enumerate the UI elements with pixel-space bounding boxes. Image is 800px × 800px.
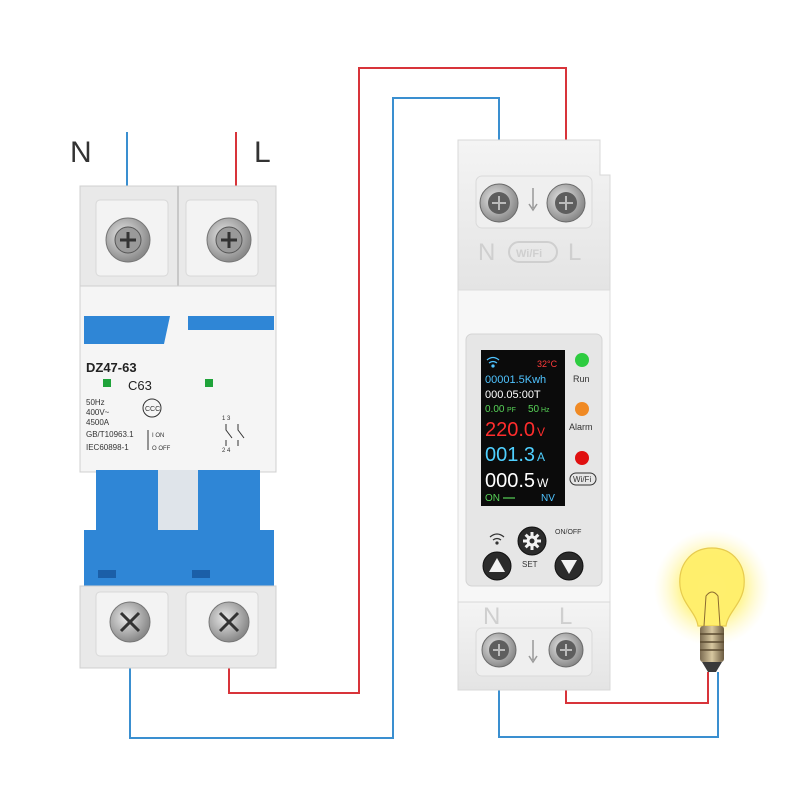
meter-bottom-screw-l-icon — [548, 632, 584, 668]
wifi-led-badge — [569, 472, 597, 486]
meter-screen — [481, 350, 565, 506]
gear-icon — [523, 532, 541, 550]
neutral-wire-breaker-to-meter — [129, 97, 500, 739]
breaker-top-screw-n-icon — [105, 217, 151, 263]
breaker-capacity: 4500A — [86, 418, 110, 427]
screen-current-unit: A — [537, 450, 545, 464]
meter-top-l-label: L — [568, 239, 581, 266]
meter-wifi-badge — [508, 241, 558, 263]
light-bulb-icon — [654, 530, 770, 672]
breaker-left-indicator — [103, 379, 111, 387]
svg-text:Wi/Fi: Wi/Fi — [516, 248, 542, 260]
screen-frequency: 50 — [528, 404, 540, 415]
screen-temperature: 32°C — [537, 359, 558, 369]
breaker-lever-left[interactable] — [96, 470, 158, 534]
meter-top-n-label: N — [478, 239, 495, 266]
alarm-label: Alarm — [569, 422, 593, 432]
screen-voltage: 220.0 — [485, 419, 535, 441]
breaker-diagram-bottom: 2 4 — [222, 448, 231, 454]
screen-wifi-icon — [486, 356, 500, 368]
breaker-top-screw-l-icon — [206, 217, 252, 263]
circuit-breaker: DZ47-63 C63 50Hz 400V~ 4500A CCC GB/T109… — [79, 185, 277, 669]
breaker-standard-2: IEC60898-1 — [86, 443, 129, 452]
breaker-bottom-screw-n-icon — [109, 601, 151, 643]
down-arrow-icon — [561, 560, 577, 574]
screen-time: 000.05:00T — [485, 389, 541, 401]
run-label: Run — [573, 374, 590, 384]
svg-text:CCC: CCC — [145, 406, 160, 413]
run-led-icon — [575, 353, 589, 367]
breaker-rating: C63 — [128, 378, 152, 393]
breaker-model: DZ47-63 — [86, 360, 137, 375]
breaker-voltage: 400V~ — [86, 408, 110, 417]
down-button[interactable] — [554, 551, 584, 581]
onoff-label: ON/OFF — [555, 529, 581, 536]
breaker-switch-symbol-icon — [225, 424, 245, 446]
wifi-small-icon — [489, 533, 505, 545]
screen-state: ON — [485, 493, 500, 504]
breaker-right-indicator — [205, 379, 213, 387]
breaker-on-label: I ON — [152, 433, 164, 439]
wifi-led-label: Wi/Fi — [573, 475, 591, 484]
set-label: SET — [522, 560, 538, 569]
meter-top-screw-l-icon — [546, 183, 586, 223]
screen-power-unit: W — [537, 476, 549, 490]
neutral-wire-meter-to-bulb — [498, 660, 719, 738]
meter-bottom-l-label: L — [559, 603, 572, 630]
meter-top-screw-n-icon — [479, 183, 519, 223]
breaker-diagram-top: 1 3 — [222, 416, 231, 422]
screen-energy: 00001.5Kwh — [485, 374, 546, 386]
neutral-label: N — [70, 136, 92, 169]
screen-frequency-unit: Hz — [541, 407, 550, 414]
meter-bottom-arrow-icon — [528, 640, 538, 664]
screen-mode: NV — [541, 493, 555, 504]
breaker-lever-right[interactable] — [198, 470, 260, 534]
meter-bottom-n-label: N — [483, 603, 500, 630]
alarm-led-icon — [575, 402, 589, 416]
breaker-bottom-screw-l-icon — [208, 601, 250, 643]
breaker-standard-1: GB/T10963.1 — [86, 430, 134, 439]
breaker-frequency: 50Hz — [86, 398, 105, 407]
ccc-mark-icon: CCC — [142, 398, 162, 418]
live-label: L — [254, 136, 271, 169]
screen-pf-unit: PF — [507, 407, 516, 414]
wifi-led-icon — [575, 451, 589, 465]
set-button[interactable] — [517, 526, 547, 556]
live-wire-breaker-to-meter — [228, 67, 567, 694]
smart-meter: N L Wi/Fi 32°C 00001.5Kwh 000.05:00T 0.0… — [457, 139, 611, 691]
screen-power: 000.5 — [485, 470, 535, 492]
up-arrow-icon — [489, 558, 505, 572]
screen-voltage-unit: V — [537, 425, 545, 439]
meter-bottom-screw-n-icon — [481, 632, 517, 668]
screen-power-factor: 0.00 — [485, 404, 505, 415]
up-button[interactable] — [482, 551, 512, 581]
breaker-off-label: O OFF — [152, 446, 171, 452]
meter-top-arrow-icon — [528, 188, 538, 212]
screen-current: 001.3 — [485, 444, 535, 466]
